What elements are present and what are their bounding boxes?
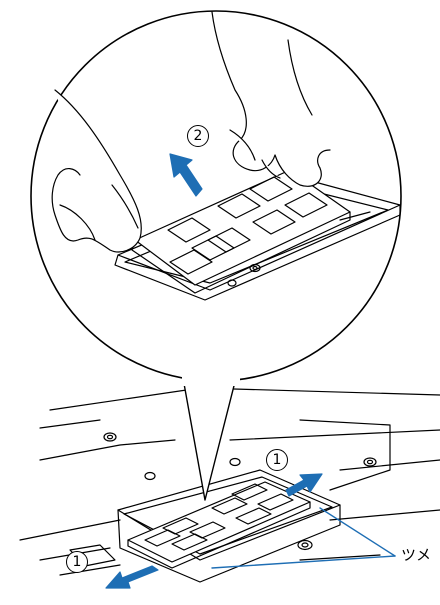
step-1-marker-right: 1: [266, 449, 288, 471]
step-2-marker: 2: [187, 125, 209, 147]
tabs-label: ツメ: [401, 548, 431, 563]
step-1-marker-left: 1: [66, 551, 88, 573]
arrow-down-left-bottom: [106, 566, 158, 588]
screw-hole: [104, 433, 116, 441]
arrow-up-right-bottom: [286, 474, 322, 496]
notebook-bottom-case: [20, 388, 440, 575]
screw-hole: [364, 458, 376, 466]
